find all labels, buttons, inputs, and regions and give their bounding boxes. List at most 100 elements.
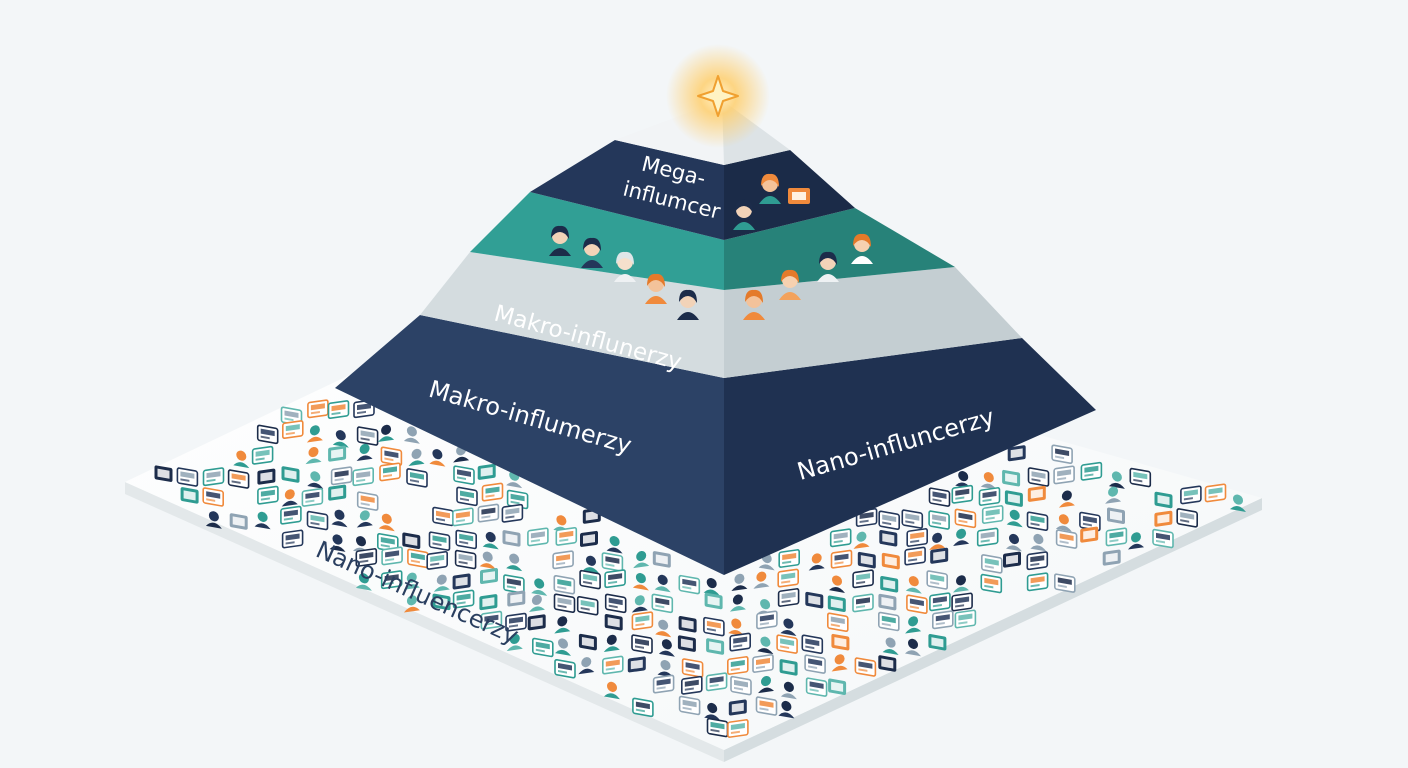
social-post-tile-icon	[376, 533, 399, 553]
social-post-tile-icon	[1105, 527, 1128, 547]
social-post-tile-icon	[1055, 529, 1078, 549]
social-post-tile-icon	[307, 399, 329, 419]
social-post-tile-icon	[652, 674, 675, 694]
social-post-tile-icon	[831, 654, 848, 672]
social-post-tile-icon	[779, 659, 798, 676]
social-post-tile-icon	[527, 614, 546, 631]
social-post-tile-icon	[453, 465, 475, 485]
social-post-tile-icon	[452, 573, 471, 590]
social-post-tile-icon	[905, 638, 921, 657]
tier-3-right-face	[724, 267, 1022, 378]
social-post-tile-icon	[502, 530, 521, 547]
social-post-tile-icon	[428, 531, 451, 551]
social-post-tile-icon	[603, 634, 620, 652]
social-post-tile-icon	[176, 467, 199, 487]
social-post-tile-icon	[706, 717, 729, 738]
social-post-tile-icon	[257, 485, 279, 505]
social-post-tile-icon	[327, 400, 350, 420]
social-post-tile-icon	[1055, 514, 1072, 532]
social-post-tile-icon	[251, 445, 274, 465]
pyramid	[335, 100, 1096, 575]
social-post-tile-icon	[1176, 508, 1198, 528]
social-post-tile-icon	[1027, 467, 1050, 487]
social-post-tile-icon	[576, 596, 599, 616]
social-post-tile-icon	[330, 466, 353, 486]
social-post-tile-icon	[1128, 532, 1144, 550]
social-post-tile-icon	[555, 526, 578, 546]
social-post-tile-icon	[1054, 573, 1076, 593]
person-avatar-icon	[549, 225, 571, 256]
social-post-tile-icon	[501, 503, 524, 523]
social-post-tile-icon	[752, 654, 774, 673]
social-post-tile-icon	[881, 552, 900, 570]
base-plate-right-edge	[724, 498, 1262, 762]
social-post-tile-icon	[681, 658, 704, 678]
social-post-tile-icon	[433, 574, 450, 592]
social-post-tile-icon	[633, 550, 650, 569]
social-post-tile-icon	[1180, 485, 1202, 505]
social-post-tile-icon	[631, 634, 653, 654]
social-post-tile-icon	[753, 571, 770, 589]
social-post-tile-icon	[857, 551, 876, 569]
social-post-tile-icon	[154, 465, 173, 482]
social-post-tile-icon	[1053, 465, 1075, 485]
social-post-tile-icon	[406, 468, 428, 488]
social-post-tile-icon	[978, 487, 1001, 506]
social-post-tile-icon	[328, 484, 347, 501]
social-post-tile-icon	[1080, 461, 1103, 481]
social-post-tile-icon	[352, 467, 375, 487]
social-post-tile-icon	[528, 594, 545, 613]
social-post-tile-icon	[552, 550, 574, 570]
social-post-tile-icon	[726, 656, 749, 675]
social-post-tile-icon	[378, 513, 395, 532]
social-post-tile-icon	[505, 612, 527, 632]
social-post-tile-icon	[1079, 511, 1101, 532]
social-post-tile-icon	[1080, 526, 1099, 543]
social-post-tile-icon	[1027, 485, 1046, 502]
person-avatar-icon	[759, 173, 781, 204]
social-post-tile-icon	[1006, 533, 1022, 552]
social-post-tile-icon	[1105, 486, 1122, 504]
tier-avatars	[549, 173, 873, 320]
social-post-tile-icon	[1058, 490, 1075, 508]
social-post-tile-icon	[1026, 511, 1049, 532]
social-post-tile-icon	[506, 633, 523, 652]
social-post-tile-icon	[1003, 551, 1021, 568]
social-post-tile-icon	[804, 654, 826, 674]
social-post-tile-icon	[953, 575, 969, 593]
social-post-tile-icon	[281, 529, 304, 549]
person-avatar-icon	[645, 273, 667, 304]
social-post-tile-icon	[554, 659, 576, 679]
tier-4-right-face	[724, 338, 1096, 575]
social-post-tile-icon	[307, 471, 324, 489]
social-post-tile-icon	[305, 446, 322, 465]
social-post-tile-icon	[931, 610, 954, 630]
social-post-tile-icon	[378, 424, 395, 442]
social-post-tile-icon	[380, 446, 403, 467]
social-post-tile-icon	[729, 594, 746, 612]
person-avatar-icon	[581, 237, 603, 268]
social-post-tile-icon	[852, 593, 874, 613]
social-post-tile-icon	[953, 528, 970, 546]
social-post-tile-icon	[432, 506, 454, 527]
social-post-tile-icon	[703, 578, 720, 596]
social-post-tile-icon	[826, 612, 849, 633]
social-post-tile-icon	[756, 610, 778, 630]
social-post-tile-icon	[356, 510, 373, 528]
social-post-tile-icon	[580, 530, 598, 547]
social-post-tile-icon	[553, 575, 576, 595]
social-post-tile-icon	[477, 463, 496, 480]
social-post-tile-icon	[479, 551, 496, 570]
social-post-tile-icon	[1107, 507, 1125, 525]
social-post-tile-icon	[777, 588, 800, 607]
social-post-tile-icon	[456, 486, 478, 507]
social-post-tile-icon	[704, 592, 723, 610]
person-avatar-icon	[817, 251, 839, 282]
social-post-tile-icon	[878, 593, 897, 611]
social-post-tile-icon	[878, 655, 897, 672]
social-post-tile-icon	[706, 638, 725, 655]
tier-1-left-face	[530, 140, 724, 240]
social-post-tile-icon	[880, 576, 899, 593]
social-post-tile-icon	[452, 589, 475, 609]
social-post-tile-icon	[882, 637, 899, 655]
